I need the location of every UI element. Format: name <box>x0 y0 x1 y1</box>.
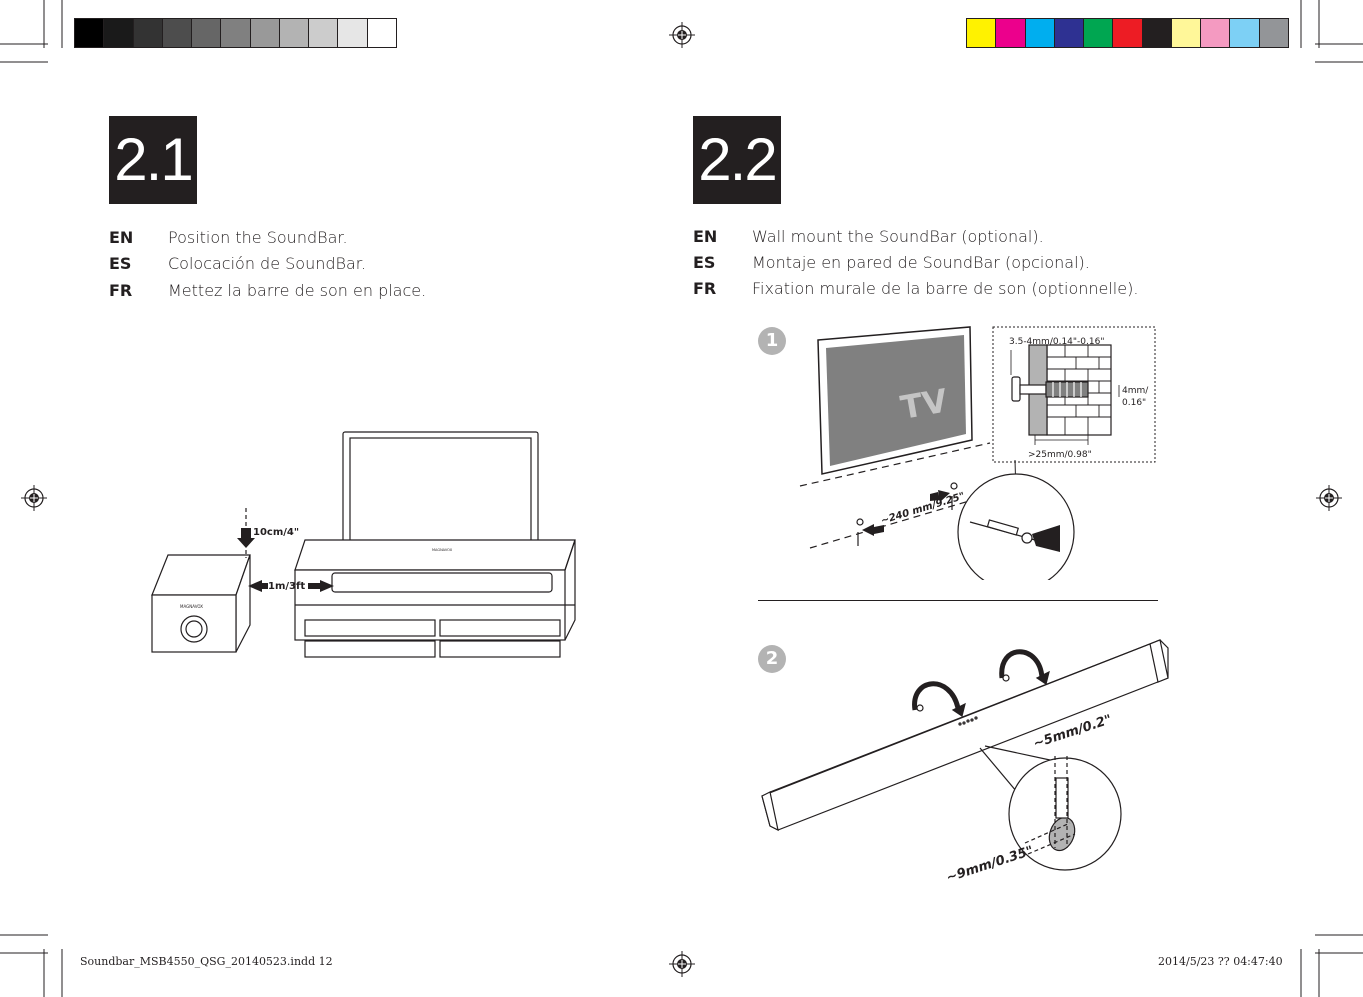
process-color-swatch <box>996 19 1026 47</box>
registration-mark-right-icon <box>1316 485 1342 511</box>
instruction-text-es: Colocación de SoundBar. <box>168 254 366 273</box>
process-color-swatch <box>1084 19 1114 47</box>
registration-mark-left-icon <box>21 485 47 511</box>
process-color-swatch <box>1201 19 1231 47</box>
footer-timestamp: 2014/5/23 ?? 04:47:40 <box>1158 955 1283 968</box>
process-color-bar <box>966 18 1289 48</box>
grayscale-bar <box>74 18 397 48</box>
head-dimension-line2: 0.16" <box>1122 398 1146 408</box>
wall-mount-step-1-illustration: ~240 mm/9.25" TV 3.5-4mm/0.14"-0.16" 4mm… <box>799 326 1156 580</box>
lang-code-en: EN <box>693 227 718 246</box>
instruction-text-en: Position the SoundBar. <box>168 228 348 247</box>
process-color-swatch <box>967 19 997 47</box>
section-badge-2-1: 2.1 <box>109 116 197 204</box>
instruction-es-22: ES Montaje en pared de SoundBar (opciona… <box>693 253 1090 279</box>
grayscale-swatch <box>367 19 396 47</box>
grayscale-swatch <box>338 19 368 47</box>
process-color-swatch <box>1142 19 1172 47</box>
lang-code-es: ES <box>109 254 132 273</box>
step-1-marker: 1 <box>758 327 786 355</box>
process-color-swatch <box>1259 19 1288 47</box>
tv-label: TV <box>898 381 951 427</box>
process-color-swatch <box>1025 19 1055 47</box>
tv-brand: MAGNAVOX <box>432 548 453 552</box>
registration-mark-top-icon <box>669 22 695 48</box>
grayscale-swatch <box>133 19 163 47</box>
grayscale-swatch <box>279 19 310 47</box>
subwoofer-brand: MAGNAVOX <box>180 604 203 609</box>
instruction-es: ES Colocación de SoundBar. <box>109 254 366 280</box>
grayscale-swatch <box>250 19 280 47</box>
lang-code-fr: FR <box>693 279 717 298</box>
instruction-text-en: Wall mount the SoundBar (optional). <box>752 227 1044 246</box>
grayscale-swatch <box>192 19 222 47</box>
hole-dimension-label: ~9mm/0.35" <box>945 844 1036 886</box>
lang-code-fr: FR <box>109 281 133 300</box>
wall-mount-step-2-illustration: ~5mm/0.2" ~9mm/0.35" <box>761 639 1169 886</box>
instruction-fr-22: FR Fixation murale de la barre de son (o… <box>693 279 1138 305</box>
instruction-text-fr: Mettez la barre de son en place. <box>168 281 427 300</box>
head-dimension-line1: 4mm/ <box>1122 386 1149 396</box>
distance-label: 1m/3ft <box>268 581 305 592</box>
process-color-swatch <box>1054 19 1085 47</box>
section-badge-2-2: 2.2 <box>693 116 781 204</box>
lang-code-es: ES <box>693 253 716 272</box>
depth-label: >25mm/0.98" <box>1028 450 1092 460</box>
step-divider <box>758 600 1158 601</box>
instruction-en-22: EN Wall mount the SoundBar (optional). <box>693 227 1044 253</box>
lang-code-en: EN <box>109 228 134 247</box>
process-color-swatch <box>1230 19 1260 47</box>
footer-filename: Soundbar_MSB4550_QSG_20140523.indd 12 <box>80 955 333 968</box>
process-color-swatch <box>1113 19 1143 47</box>
instruction-en: EN Position the SoundBar. <box>109 228 348 254</box>
spacing-label: ~240 mm/9.25" <box>880 491 967 527</box>
instruction-fr: FR Mettez la barre de son en place. <box>109 281 426 307</box>
process-color-swatch <box>1171 19 1202 47</box>
grayscale-swatch <box>75 19 105 47</box>
grayscale-swatch <box>104 19 134 47</box>
registration-mark-bottom-icon <box>669 951 695 977</box>
instruction-text-fr: Fixation murale de la barre de son (opti… <box>752 279 1139 298</box>
grayscale-swatch <box>162 19 193 47</box>
instruction-text-es: Montaje en pared de SoundBar (opcional). <box>752 253 1090 272</box>
screw-diameter-label: 3.5-4mm/0.14"-0.16" <box>1009 337 1104 347</box>
grayscale-swatch <box>221 19 251 47</box>
soundbar-position-illustration: 10cm/4" 1m/3ft MAGNAVOX MAGNAVOX <box>151 431 576 658</box>
step-2-marker: 2 <box>758 645 786 673</box>
grayscale-swatch <box>309 19 339 47</box>
clearance-label: 10cm/4" <box>253 527 299 538</box>
